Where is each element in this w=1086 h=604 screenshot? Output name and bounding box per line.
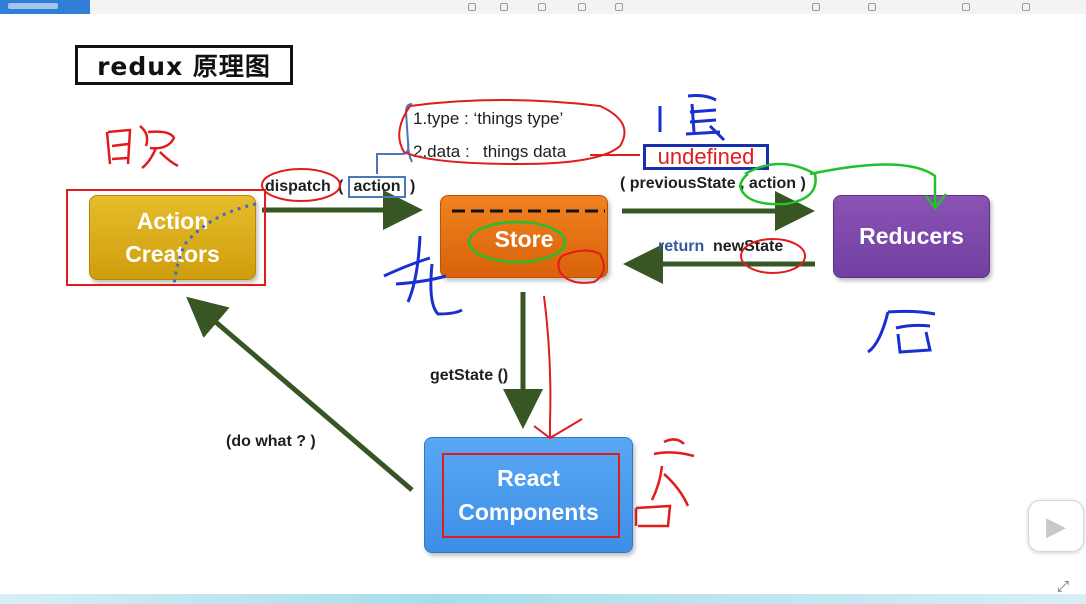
toolbar-control[interactable] [868, 3, 876, 11]
green-loop-action [738, 162, 947, 211]
toolbar-control[interactable] [812, 3, 820, 11]
red-circle-dispatch [261, 168, 341, 202]
toolbar-control[interactable] [615, 3, 623, 11]
play-button[interactable]: ▶ [1028, 500, 1084, 552]
fullscreen-button[interactable]: ⤢ [1054, 578, 1072, 596]
toolbar-control[interactable] [1022, 3, 1030, 11]
red-box-action-creators [66, 189, 266, 286]
reducers-node: Reducers [833, 195, 990, 278]
action-creators-line1: Action [136, 207, 209, 234]
react-components-line2: Components [458, 499, 599, 525]
fullscreen-icon: ⤢ [1056, 578, 1069, 595]
toolbar-control[interactable] [538, 3, 546, 11]
action-type-note: 1.type : ‘things type’ [413, 109, 564, 128]
toolbar-control[interactable] [500, 3, 508, 11]
progress-waveform-strip[interactable] [0, 594, 1086, 604]
return-prefix-label: return [658, 238, 705, 255]
reducers-label: Reducers [859, 223, 964, 249]
reducer-args-label: ( previousState , action ) [620, 175, 806, 192]
action-data-key: 2.data : [413, 142, 470, 161]
do-what-label: (do what ? ) [226, 433, 316, 450]
action-chip: action [348, 176, 406, 198]
green-circle-store [467, 220, 567, 264]
red-scribble-store [557, 249, 605, 284]
store-label: Store [494, 226, 554, 252]
red-handwriting-glyph [105, 125, 179, 169]
return-value-label: newState [713, 238, 784, 255]
dispatch-close-paren: ) [410, 178, 416, 195]
red-box-react-components [442, 453, 620, 538]
toolbar-control[interactable] [962, 3, 970, 11]
react-components-node: React Components [424, 437, 633, 553]
dispatch-label: dispatch [265, 178, 331, 195]
toolbar-control[interactable] [468, 3, 476, 11]
get-state-label: getState () [430, 367, 509, 384]
play-icon: ▶ [1046, 510, 1066, 541]
diagram-arrows [186, 103, 815, 492]
top-toolbar [0, 0, 1086, 15]
react-components-line1: React [497, 465, 560, 491]
red-handwriting-glyph-react [634, 438, 695, 528]
arrow-do-what [186, 296, 414, 492]
undefined-annotation: undefined [643, 144, 769, 170]
red-circle-newstate [740, 238, 806, 274]
slide-canvas: redux 原理图 Action Creators Store Reducers… [0, 14, 1086, 594]
toolbar-control[interactable] [578, 3, 586, 11]
action-creators-node: Action Creators [89, 195, 256, 280]
blue-handwriting-glyph-store [383, 235, 463, 316]
action-data-value: things data [483, 142, 567, 161]
red-arrow-store-react [533, 295, 583, 440]
active-tab[interactable] [0, 0, 90, 14]
slide-title: redux 原理图 [75, 45, 293, 85]
blue-handwriting-glyph-reducers [867, 309, 936, 354]
action-creators-line2: Creators [125, 240, 220, 267]
store-node: Store [440, 195, 608, 278]
red-loop-type-data [398, 99, 640, 166]
handwriting-overlay [66, 94, 947, 538]
blue-handwriting-glyph-top [658, 94, 726, 142]
blue-dotted-curve [172, 202, 257, 287]
